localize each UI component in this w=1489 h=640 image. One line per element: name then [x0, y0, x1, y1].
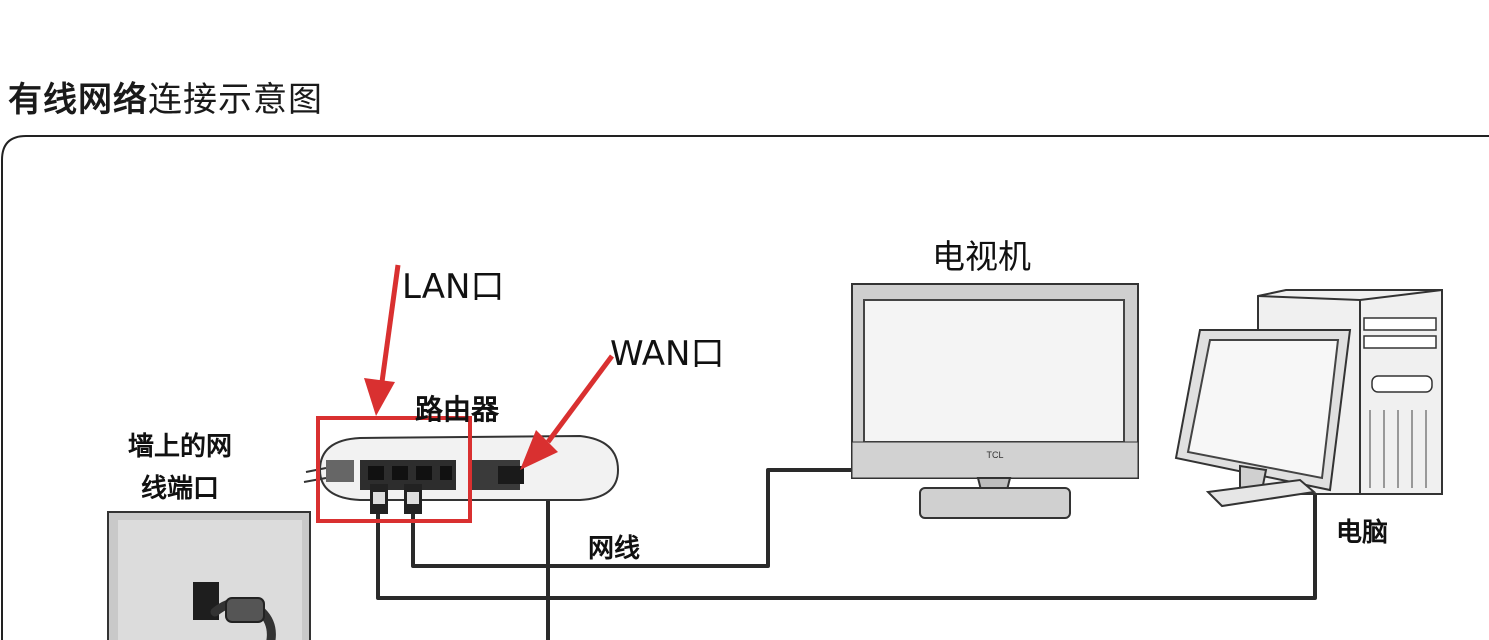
title-normal-part: 连接示意图 — [148, 80, 323, 120]
tv-brand-logo: TCL — [986, 450, 1003, 460]
router — [303, 434, 620, 514]
cable-router-to-pc — [376, 480, 1317, 600]
diagram-frame — [1, 135, 1489, 640]
wall-port-label-line1: 墙上的网 — [128, 432, 233, 462]
wall-port-label: 墙上的网 线端口 — [128, 426, 232, 510]
pc-label: 电脑 — [1336, 518, 1389, 548]
title-bold-part: 有线网络 — [8, 80, 148, 120]
wan-port-label: WAN口 — [610, 334, 725, 374]
wall-port — [107, 511, 311, 640]
wan-arrow — [520, 354, 615, 470]
router-label: 路由器 — [415, 393, 500, 426]
cable-router-to-tv — [411, 468, 858, 568]
lan-port-label: LAN口 — [402, 267, 505, 307]
tv-label: 电视机 — [932, 237, 1031, 276]
network-cables — [376, 468, 1317, 640]
lan-arrow — [364, 264, 401, 416]
pc-monitor — [1174, 329, 1352, 508]
diagram-title: 有线网络连接示意图 — [8, 72, 323, 121]
tv: TCL — [851, 283, 1139, 519]
cable-label: 网线 — [588, 534, 641, 564]
lan-highlight-box — [316, 416, 472, 523]
wall-port-label-line2: 线端口 — [141, 474, 220, 504]
